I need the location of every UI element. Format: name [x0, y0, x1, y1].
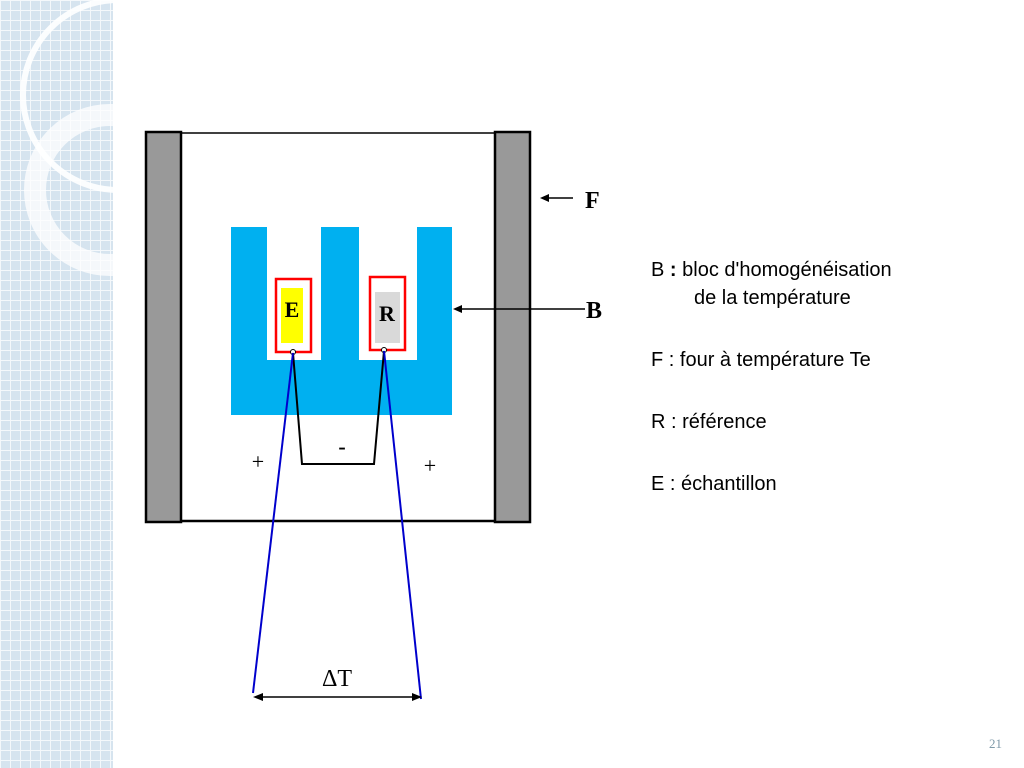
decorative-side-panel — [0, 0, 113, 768]
furnace-wall-right — [493, 130, 532, 524]
minus-label: - — [338, 434, 345, 459]
homogenization-block — [231, 227, 452, 415]
legend-e-line: E : échantillon — [651, 473, 777, 495]
furnace-label: F — [585, 188, 600, 214]
furnace-wall-left — [144, 130, 183, 524]
legend-b-separator: : — [669, 259, 677, 281]
delta-t-label: ΔT — [322, 666, 352, 692]
differential-wire — [292, 350, 385, 465]
sample-material — [281, 288, 303, 343]
legend-r-line: R : référence — [651, 411, 767, 433]
legend-b-key: B — [651, 259, 665, 281]
furnace-pointer-head — [540, 194, 549, 202]
block-pointer-head — [453, 305, 462, 313]
reference-label: R — [379, 301, 396, 326]
legend-b-line2: de la température — [694, 287, 851, 309]
legend-b-line: B : bloc d'homogénéisation — [651, 256, 892, 284]
delta-t-arrowhead-left — [253, 693, 263, 701]
delta-t-arrowhead-right — [412, 693, 422, 701]
decorative-rings — [20, 0, 113, 276]
reference-lead-wire — [383, 350, 422, 700]
legend: B : bloc d'homogénéisation de la tempéra… — [651, 256, 892, 498]
legend-b-text: bloc d'homogénéisation — [682, 259, 892, 281]
reference-material — [375, 292, 400, 343]
legend-f-line: F : four à température Te — [651, 349, 871, 371]
block-label: B — [586, 298, 602, 324]
plus-left-label: + — [252, 449, 264, 474]
sample-lead-wire — [252, 352, 294, 694]
page-number: 21 — [989, 736, 1002, 751]
sample-label: E — [285, 297, 300, 322]
plus-right-label: + — [424, 453, 436, 478]
